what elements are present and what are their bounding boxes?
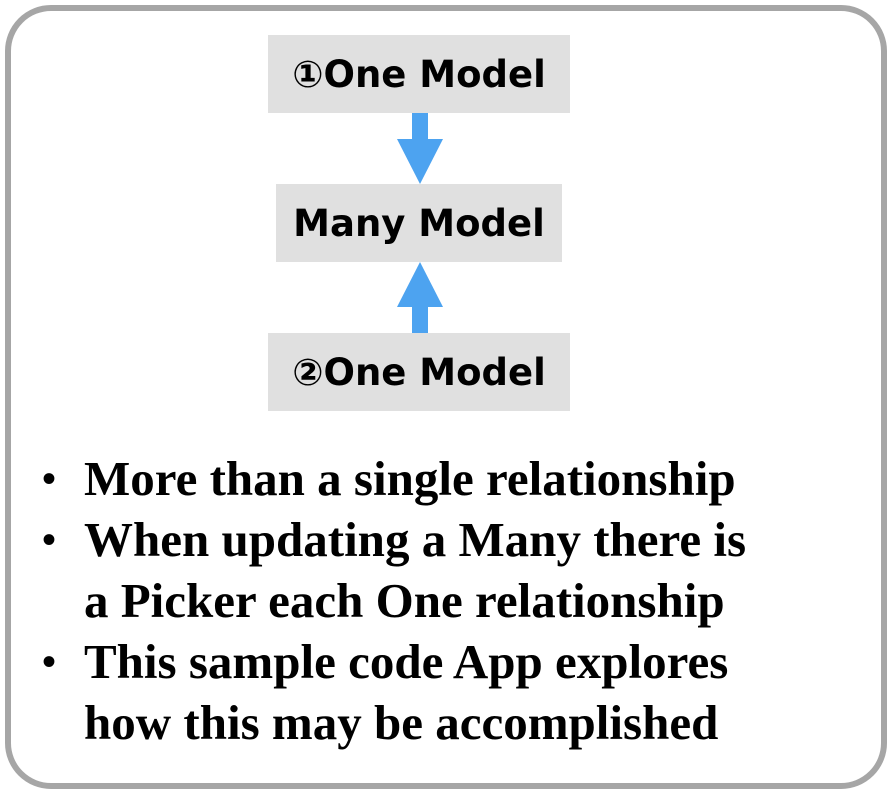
one-model-2-marker: ② <box>292 350 324 394</box>
bullet-list: • More than a single relationship • When… <box>42 448 862 753</box>
one-model-2-label: One Model <box>323 350 546 394</box>
many-model-box: Many Model <box>276 184 562 262</box>
bullet-icon: • <box>42 639 57 684</box>
many-model-label: Many Model <box>293 201 545 245</box>
bullet-line: This sample code App explores <box>84 634 729 689</box>
bullet-item: • This sample code App explores how this… <box>42 631 862 753</box>
bullet-item: • More than a single relationship <box>42 448 862 509</box>
bullet-item: • When updating a Many there is a Picker… <box>42 509 862 631</box>
bullet-line: a Picker each One relationship <box>84 573 725 628</box>
bullet-line: how this may be accomplished <box>84 695 719 750</box>
one-model-1-marker: ① <box>292 52 324 96</box>
one-model-1-label: One Model <box>323 52 546 96</box>
bullet-icon: • <box>42 517 57 562</box>
arrow-up-icon <box>397 262 443 333</box>
bullet-line: More than a single relationship <box>84 451 736 506</box>
bullet-line: When updating a Many there is <box>84 512 747 567</box>
arrow-down-icon <box>397 113 443 184</box>
bullet-icon: • <box>42 456 57 501</box>
